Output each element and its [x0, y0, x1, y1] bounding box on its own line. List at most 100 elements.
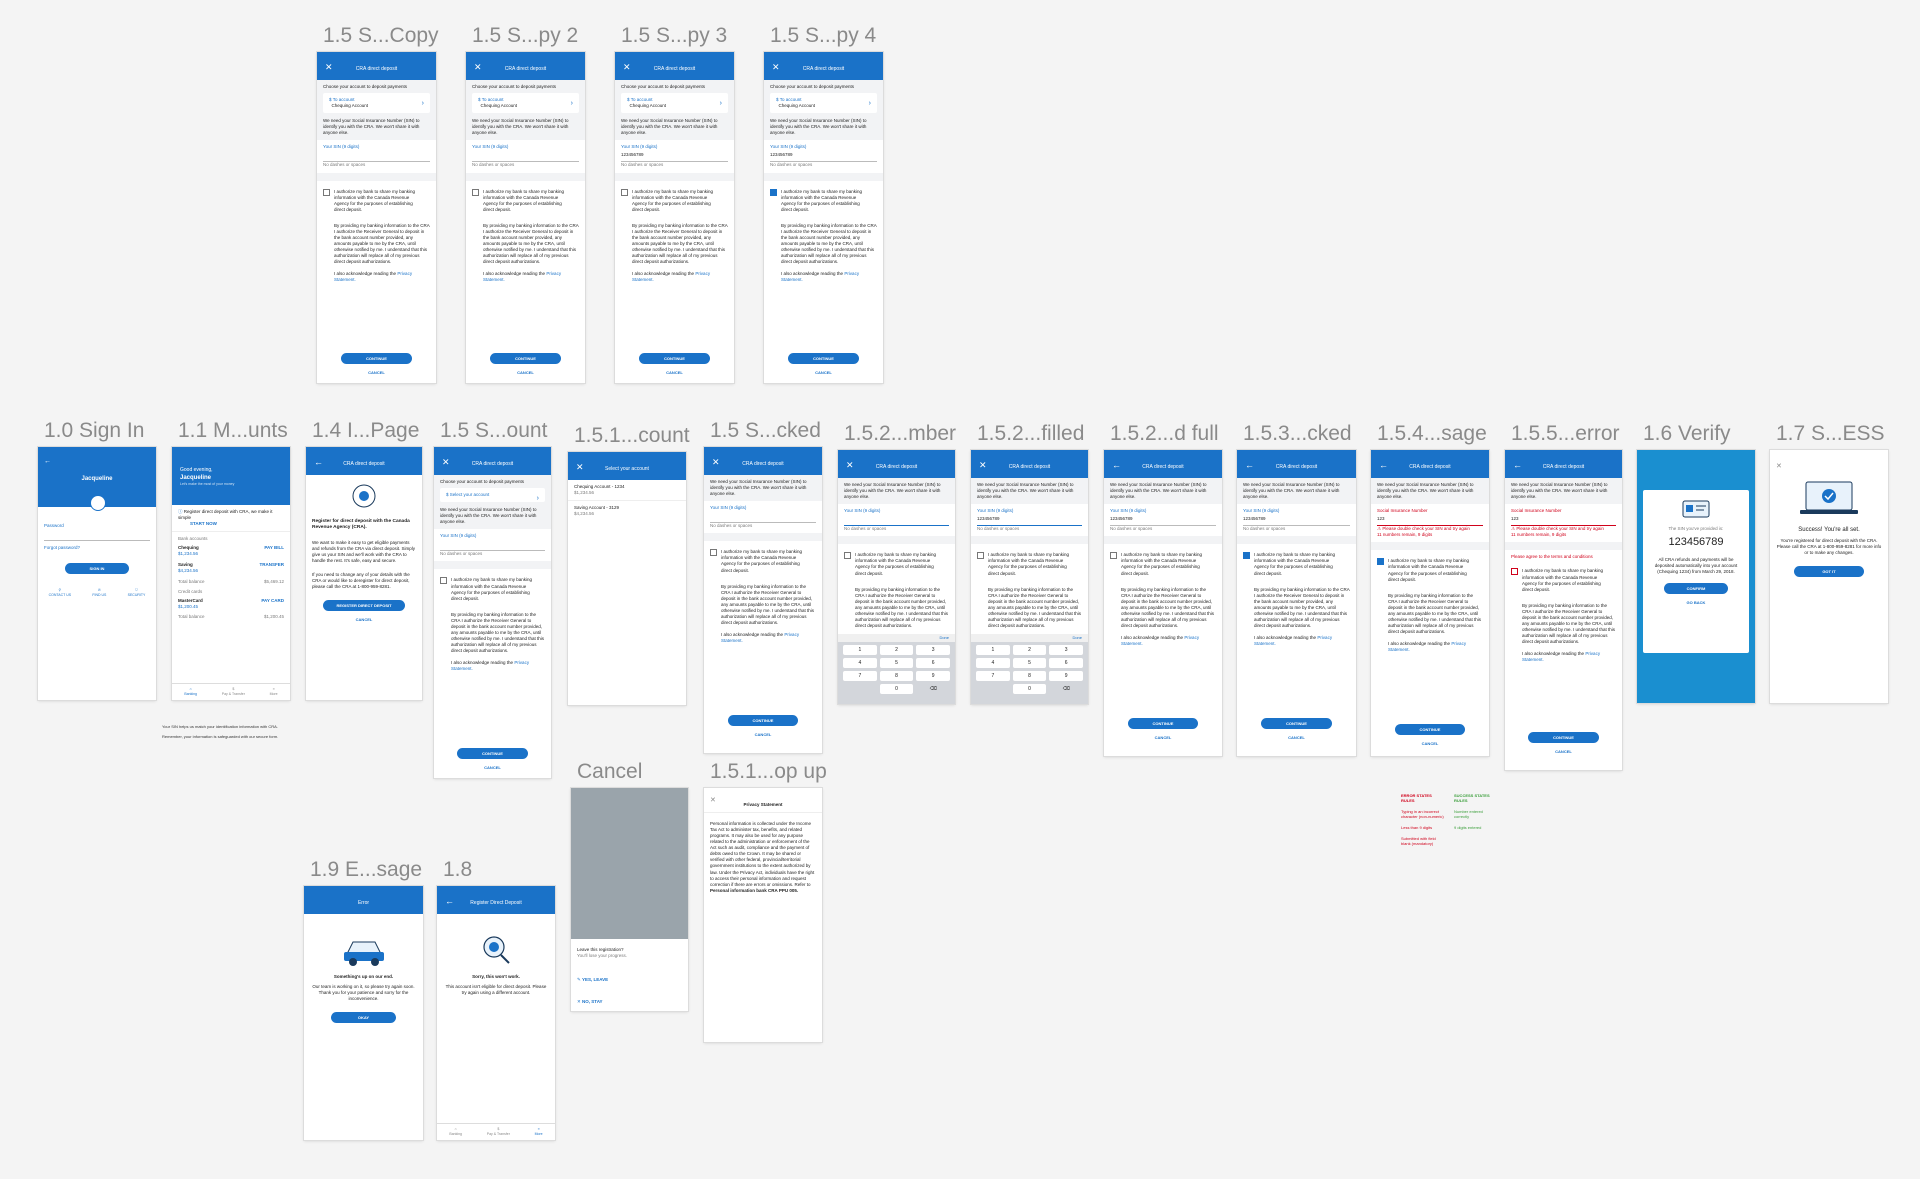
sin-input[interactable] — [844, 514, 949, 527]
close-icon[interactable]: ✕ — [1776, 463, 1782, 470]
cancel-button[interactable]: CANCEL — [1421, 740, 1439, 746]
privacy-link[interactable]: Privacy Statement. — [1388, 641, 1467, 653]
continue-button[interactable]: CONTINUE — [1394, 723, 1466, 735]
tab-more[interactable]: ≡More — [269, 687, 278, 696]
cancel-button[interactable]: CANCEL — [368, 369, 385, 375]
close-icon[interactable]: ✕ — [442, 457, 450, 467]
pay-bill-button[interactable]: PAY BILL — [264, 545, 284, 551]
card-row[interactable]: MasterCard$1,200.45 PAY CARD — [178, 597, 284, 609]
sin-input[interactable]: 123456789 — [621, 150, 728, 163]
yes-leave-button[interactable]: ✎ YES, LEAVE — [577, 977, 609, 983]
sin-input[interactable]: 123456789 — [1243, 514, 1350, 527]
authorize-checkbox[interactable] — [621, 188, 628, 196]
keypad-done-button[interactable]: Done — [838, 634, 955, 642]
continue-button[interactable]: CONTINUE — [340, 352, 413, 364]
cancel-button[interactable]: CANCEL — [1154, 734, 1172, 740]
key-3[interactable]: 3 — [916, 645, 950, 655]
continue-button[interactable]: CONTINUE — [787, 352, 860, 364]
back-arrow-icon[interactable]: ← — [445, 896, 454, 906]
back-arrow-icon[interactable]: ← — [314, 457, 323, 467]
back-arrow-icon[interactable]: ← — [44, 458, 51, 465]
close-icon[interactable]: ✕ — [576, 462, 584, 472]
cancel-button[interactable]: CANCEL — [1288, 734, 1305, 740]
backspace-icon[interactable]: ⌫ — [929, 686, 937, 692]
key-1[interactable]: 1 — [976, 645, 1010, 655]
sin-input-error[interactable]: 123 — [1377, 514, 1483, 527]
authorize-checkbox[interactable] — [977, 552, 984, 560]
authorize-checkbox[interactable] — [440, 577, 447, 585]
key-8[interactable]: 8 — [879, 671, 914, 681]
close-icon[interactable]: ✕ — [623, 62, 631, 72]
authorize-checkbox[interactable] — [472, 188, 479, 196]
confirm-button[interactable]: CONFIRM — [1664, 583, 1728, 595]
sin-input[interactable]: 123456789 — [977, 514, 1082, 527]
authorize-checkbox-error[interactable] — [1511, 568, 1518, 576]
promo-card[interactable]: ⓘ Register direct deposit with CRA, we m… — [172, 505, 290, 533]
account-selector[interactable]: $ Select your account› — [440, 488, 545, 503]
authorize-checkbox-checked[interactable] — [1377, 558, 1384, 566]
key-2[interactable]: 2 — [1012, 645, 1047, 655]
security-link[interactable]: ⛉SECURITY — [127, 588, 146, 597]
no-stay-button[interactable]: ✕ NO, STAY — [577, 999, 603, 1005]
account-selector[interactable]: $ To account Chequing Account› — [770, 93, 877, 114]
transfer-button[interactable]: TRANSFER — [259, 562, 285, 568]
authorize-checkbox[interactable] — [323, 188, 330, 196]
tab-banking[interactable]: ⌂Banking — [184, 687, 198, 696]
cancel-button[interactable]: CANCEL — [754, 731, 772, 737]
find-us-link[interactable]: ✆FIND US — [92, 588, 107, 597]
forgot-password-link[interactable]: Forgot password? — [44, 545, 81, 551]
key-0[interactable]: 0 — [1012, 684, 1047, 694]
chequing-row[interactable]: Chequing$1,234.56 PAY BILL — [178, 545, 284, 557]
tab-banking[interactable]: ⌂Banking — [449, 1127, 463, 1136]
key-7[interactable]: 7 — [976, 671, 1010, 681]
close-icon[interactable]: ✕ — [846, 460, 854, 470]
privacy-link[interactable]: Privacy Statement. — [334, 271, 413, 283]
authorize-checkbox[interactable] — [844, 552, 851, 560]
keypad-done-button[interactable]: Done — [971, 634, 1088, 642]
key-5[interactable]: 5 — [1012, 658, 1047, 668]
privacy-link[interactable]: Privacy Statement. — [632, 271, 711, 283]
account-selector[interactable]: $ To account Chequing Account› — [323, 93, 430, 114]
account-selector[interactable]: $ To account Chequing Account› — [472, 93, 579, 114]
continue-button[interactable]: CONTINUE — [1127, 717, 1199, 729]
close-icon[interactable]: ✕ — [712, 457, 720, 467]
continue-button[interactable]: CONTINUE — [489, 352, 562, 364]
sin-input[interactable]: 123456789 — [1110, 514, 1216, 527]
continue-button[interactable]: CONTINUE — [727, 714, 799, 726]
key-5[interactable]: 5 — [879, 658, 914, 668]
sin-input[interactable] — [440, 539, 545, 552]
key-7[interactable]: 7 — [843, 671, 877, 681]
back-arrow-icon[interactable]: ← — [1112, 460, 1121, 470]
key-2[interactable]: 2 — [879, 645, 914, 655]
tab-pay-transfer[interactable]: $Pay & Transfer — [486, 1127, 510, 1136]
cancel-button[interactable]: CANCEL — [666, 369, 683, 375]
backspace-icon[interactable]: ⌫ — [1062, 686, 1070, 692]
password-input[interactable] — [44, 529, 150, 542]
close-icon[interactable]: ✕ — [325, 62, 333, 72]
back-arrow-icon[interactable]: ← — [1245, 460, 1254, 470]
privacy-link[interactable]: Privacy Statement. — [1254, 635, 1333, 647]
privacy-link[interactable]: Privacy Statement. — [483, 271, 562, 283]
privacy-link[interactable]: Privacy Statement. — [451, 660, 530, 672]
back-arrow-icon[interactable]: ← — [1379, 460, 1388, 470]
continue-button[interactable]: CONTINUE — [457, 747, 528, 759]
key-9[interactable]: 9 — [1049, 671, 1083, 681]
sin-input[interactable] — [710, 511, 816, 524]
sign-in-button[interactable]: SIGN IN — [64, 563, 130, 575]
close-icon[interactable]: ✕ — [979, 460, 987, 470]
key-1[interactable]: 1 — [843, 645, 877, 655]
privacy-link[interactable]: Privacy Statement. — [781, 271, 860, 283]
saving-row[interactable]: Saving$4,234.56 TRANSFER — [178, 562, 284, 574]
authorize-checkbox-checked[interactable] — [1243, 552, 1250, 560]
cancel-button[interactable]: CANCEL — [484, 764, 501, 770]
sin-input[interactable] — [472, 150, 579, 163]
cancel-button[interactable]: CANCEL — [355, 617, 373, 623]
privacy-link[interactable]: Privacy Statement. — [721, 632, 800, 644]
account-selector[interactable]: $ To account Chequing Account› — [621, 93, 728, 114]
authorize-checkbox[interactable] — [1110, 552, 1117, 560]
continue-button[interactable]: CONTINUE — [638, 352, 711, 364]
okay-button[interactable]: OKAY — [330, 1012, 397, 1024]
tab-pay-transfer[interactable]: $Pay & Transfer — [221, 687, 245, 696]
privacy-link[interactable]: Privacy Statement. — [1121, 635, 1200, 647]
close-icon[interactable]: ✕ — [710, 797, 716, 804]
